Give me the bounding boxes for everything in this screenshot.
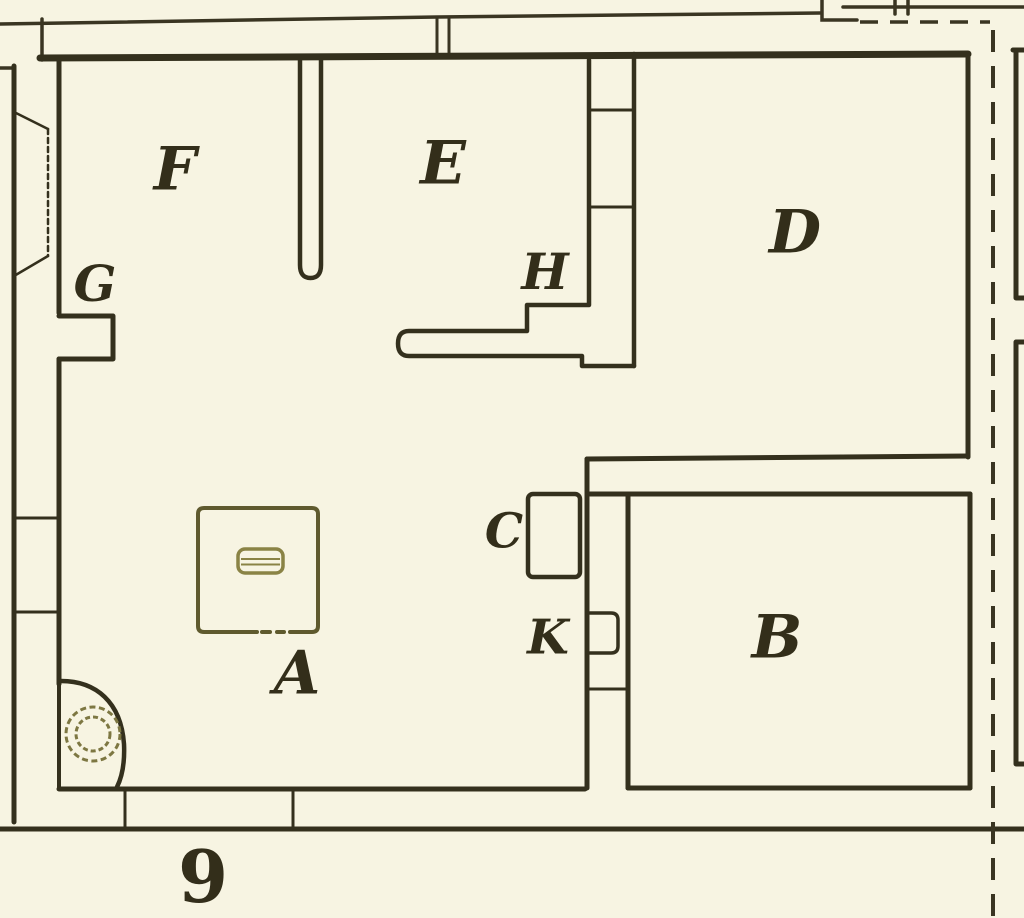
wall-D-B-upper-line	[584, 453, 971, 462]
well-surround-curve	[58, 678, 127, 790]
neighbor-walls	[1010, 47, 1024, 767]
room-label-A: A	[269, 639, 321, 709]
room-label-H: H	[519, 242, 570, 301]
room-label-E: E	[418, 129, 467, 199]
basin-outline	[236, 547, 285, 575]
west-wall-niche	[12, 110, 50, 278]
north-wall	[36, 50, 972, 62]
partition-F-E	[297, 60, 324, 281]
partition-F-E-outline	[297, 60, 324, 281]
neighbor-west-wall-upper	[1013, 47, 1024, 301]
neighbor-west-wall-lower	[1013, 339, 1024, 767]
wall-E-D-west-line-and-bench	[395, 57, 637, 369]
room-label-B: B	[750, 603, 803, 673]
well-inner-ring	[74, 715, 112, 753]
top-right-hook	[820, 0, 859, 22]
pier-G	[56, 313, 116, 362]
room-label-K: K	[525, 609, 571, 665]
k-niche	[588, 611, 620, 655]
impluvium	[196, 506, 320, 634]
wall-E-D-and-bench-H	[395, 51, 637, 369]
well-head	[58, 678, 127, 790]
room-label-F: F	[152, 135, 201, 205]
impluvium-basin	[236, 547, 285, 575]
room-label-C: C	[485, 503, 523, 559]
niche-upper-splay	[12, 110, 50, 131]
c-recess	[525, 491, 583, 580]
room-labels: F E G H D CK A B 9	[74, 129, 821, 918]
room-label-G: G	[74, 254, 117, 313]
boundary-dashed-line	[860, 20, 995, 918]
niche-lower-splay	[12, 254, 50, 278]
corridor-K-walls	[584, 456, 630, 791]
house-walls	[0, 50, 1024, 832]
impluvium-outline	[196, 506, 320, 634]
well-outer-ring	[64, 705, 122, 763]
street-walls	[0, 0, 1024, 70]
c-recess-outline	[525, 491, 583, 580]
room-D-B-walls	[584, 51, 973, 791]
entrance-number: 9	[178, 834, 228, 918]
room-label-D: D	[767, 198, 821, 268]
